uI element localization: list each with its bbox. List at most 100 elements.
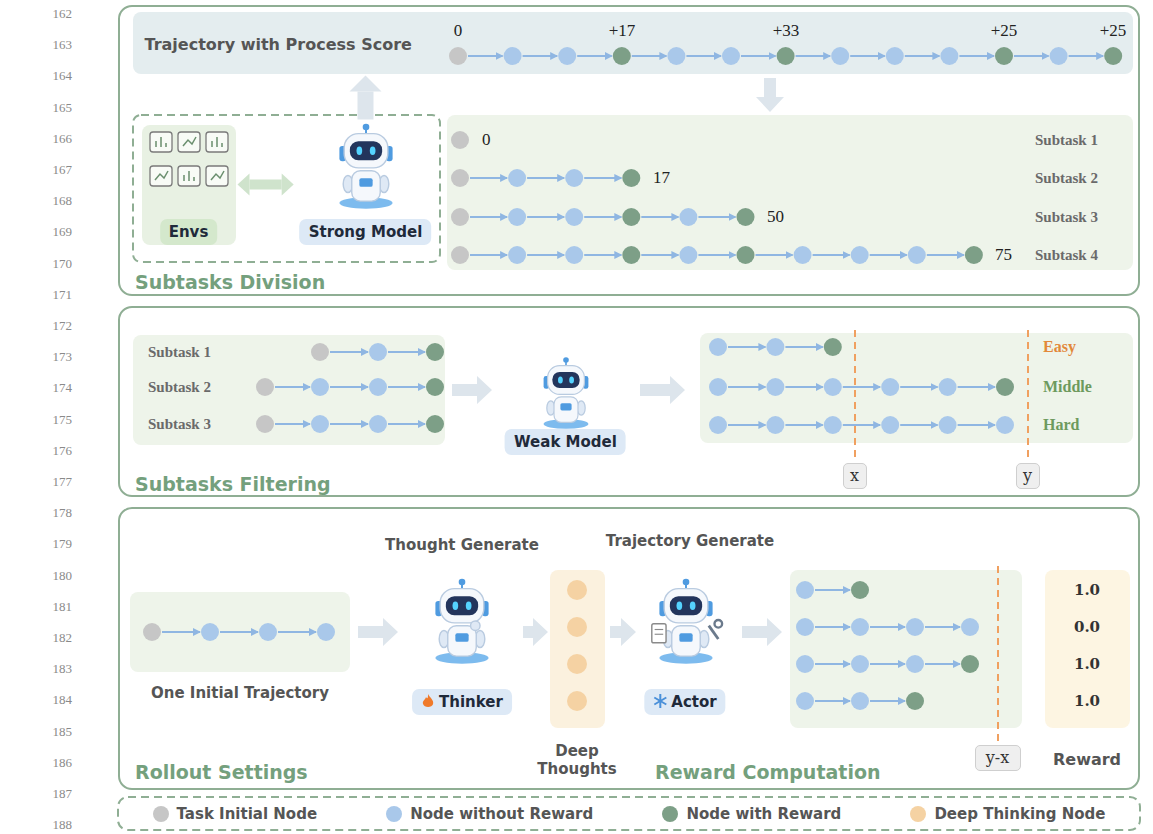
line-number: 177 xyxy=(53,474,73,490)
trajectory-node xyxy=(824,378,842,396)
label: Subtask 2 xyxy=(1035,169,1098,187)
legend-item: Deep Thinking Node xyxy=(910,805,1105,823)
chain-arrow xyxy=(388,351,425,353)
trajectory-node xyxy=(939,416,957,434)
node-text: y xyxy=(1023,466,1032,485)
threshold-box: x xyxy=(843,463,867,489)
chain-arrow xyxy=(900,386,937,388)
trajectory-node xyxy=(709,416,727,434)
trajectory-node xyxy=(906,655,924,673)
trajectory-node xyxy=(1050,47,1068,65)
label-pill: Actor xyxy=(644,689,725,715)
chain-arrow xyxy=(815,626,850,628)
trajectory-node xyxy=(426,343,444,361)
trajectory-node xyxy=(996,378,1014,396)
label: +33 xyxy=(773,21,800,41)
chain-arrow xyxy=(728,424,765,426)
node-text: Subtasks Filtering xyxy=(135,473,331,496)
connector xyxy=(238,174,294,196)
chain-arrow xyxy=(1069,55,1104,57)
line-number: 178 xyxy=(53,505,73,521)
label: Subtask 1 xyxy=(148,343,211,361)
trajectory-node xyxy=(851,618,869,636)
trajectory-node xyxy=(622,169,640,187)
trajectory-node xyxy=(709,338,727,356)
trajectory-node xyxy=(613,47,631,65)
node-text: 1.0 xyxy=(1074,692,1100,710)
line-number: 188 xyxy=(53,817,73,833)
label: +17 xyxy=(609,21,636,41)
chain-arrow xyxy=(470,177,507,179)
chain-arrow xyxy=(278,631,316,633)
chain-arrow xyxy=(905,55,940,57)
trajectory-node xyxy=(143,623,161,641)
legend-swatch xyxy=(153,806,169,822)
chain-arrow xyxy=(527,254,564,256)
trajectory-node xyxy=(311,343,329,361)
legend-swatch xyxy=(386,806,402,822)
trajectory-node xyxy=(796,581,814,599)
dashed-group xyxy=(133,115,440,262)
chain-arrow xyxy=(815,663,850,665)
legend-item: Node with Reward xyxy=(662,805,841,823)
label: Middle xyxy=(1043,377,1092,396)
env-icon xyxy=(178,132,200,152)
label: Subtask 4 xyxy=(1035,246,1098,264)
trajectory-node xyxy=(961,655,979,673)
chain-arrow xyxy=(958,424,995,426)
chain-arrow xyxy=(577,55,612,57)
chain-arrow xyxy=(584,177,621,179)
line-number: 162 xyxy=(53,6,73,22)
label: One Initial Trajectory xyxy=(151,684,329,702)
chain-arrow xyxy=(527,216,564,218)
label: Deep Thoughts xyxy=(535,742,619,778)
trajectory-node xyxy=(508,246,526,264)
chain-arrow xyxy=(843,386,880,388)
robot-icon xyxy=(339,124,392,209)
node-text: Subtasks Division xyxy=(135,271,325,294)
chain-arrow xyxy=(470,254,507,256)
chain-arrow xyxy=(275,423,310,425)
trajectory-node xyxy=(737,246,755,264)
trajectory-node xyxy=(508,169,526,187)
panel: Subtasks DivisionTrajectory with Process… xyxy=(118,5,1140,296)
trajectory-node xyxy=(796,655,814,673)
trajectory-node xyxy=(851,655,869,673)
trajectory-node xyxy=(449,47,467,65)
reward-ground xyxy=(1045,570,1130,728)
chain-arrow xyxy=(843,424,880,426)
chain-arrow xyxy=(900,424,937,426)
node-text: Reward Computation xyxy=(655,761,880,784)
line-number: 168 xyxy=(53,193,73,209)
chain-arrow xyxy=(641,254,678,256)
trajectory-node xyxy=(667,47,685,65)
trajectory-node xyxy=(426,415,444,433)
env-icon xyxy=(206,166,228,186)
block-arrow xyxy=(640,376,685,404)
legend-text: Deep Thinking Node xyxy=(934,805,1105,823)
label-pill: Strong Model xyxy=(300,219,432,245)
block-arrow xyxy=(523,618,548,646)
threshold-box: y-x xyxy=(975,745,1021,771)
legend-text: Task Initial Node xyxy=(177,805,318,823)
trajectory-node xyxy=(939,378,957,396)
robot-icon xyxy=(544,357,589,429)
node-text: Thinker xyxy=(439,693,503,711)
chain-arrow xyxy=(470,216,507,218)
thinker-box: Thinker xyxy=(405,565,520,722)
env-icon xyxy=(178,166,200,186)
trajectory-node xyxy=(451,246,469,264)
trajectory-node xyxy=(311,415,329,433)
chain-arrow xyxy=(958,386,995,388)
chain-arrow xyxy=(785,424,822,426)
trajectory-node xyxy=(831,47,849,65)
label: +25 xyxy=(991,21,1018,41)
block-arrow xyxy=(452,376,492,404)
subtask-ground xyxy=(447,115,1133,270)
chain-arrow xyxy=(728,346,765,348)
trajectory-node xyxy=(201,623,219,641)
trajectory-node xyxy=(256,415,274,433)
label: Subtask 2 xyxy=(148,378,211,396)
trajectory-node xyxy=(369,415,387,433)
